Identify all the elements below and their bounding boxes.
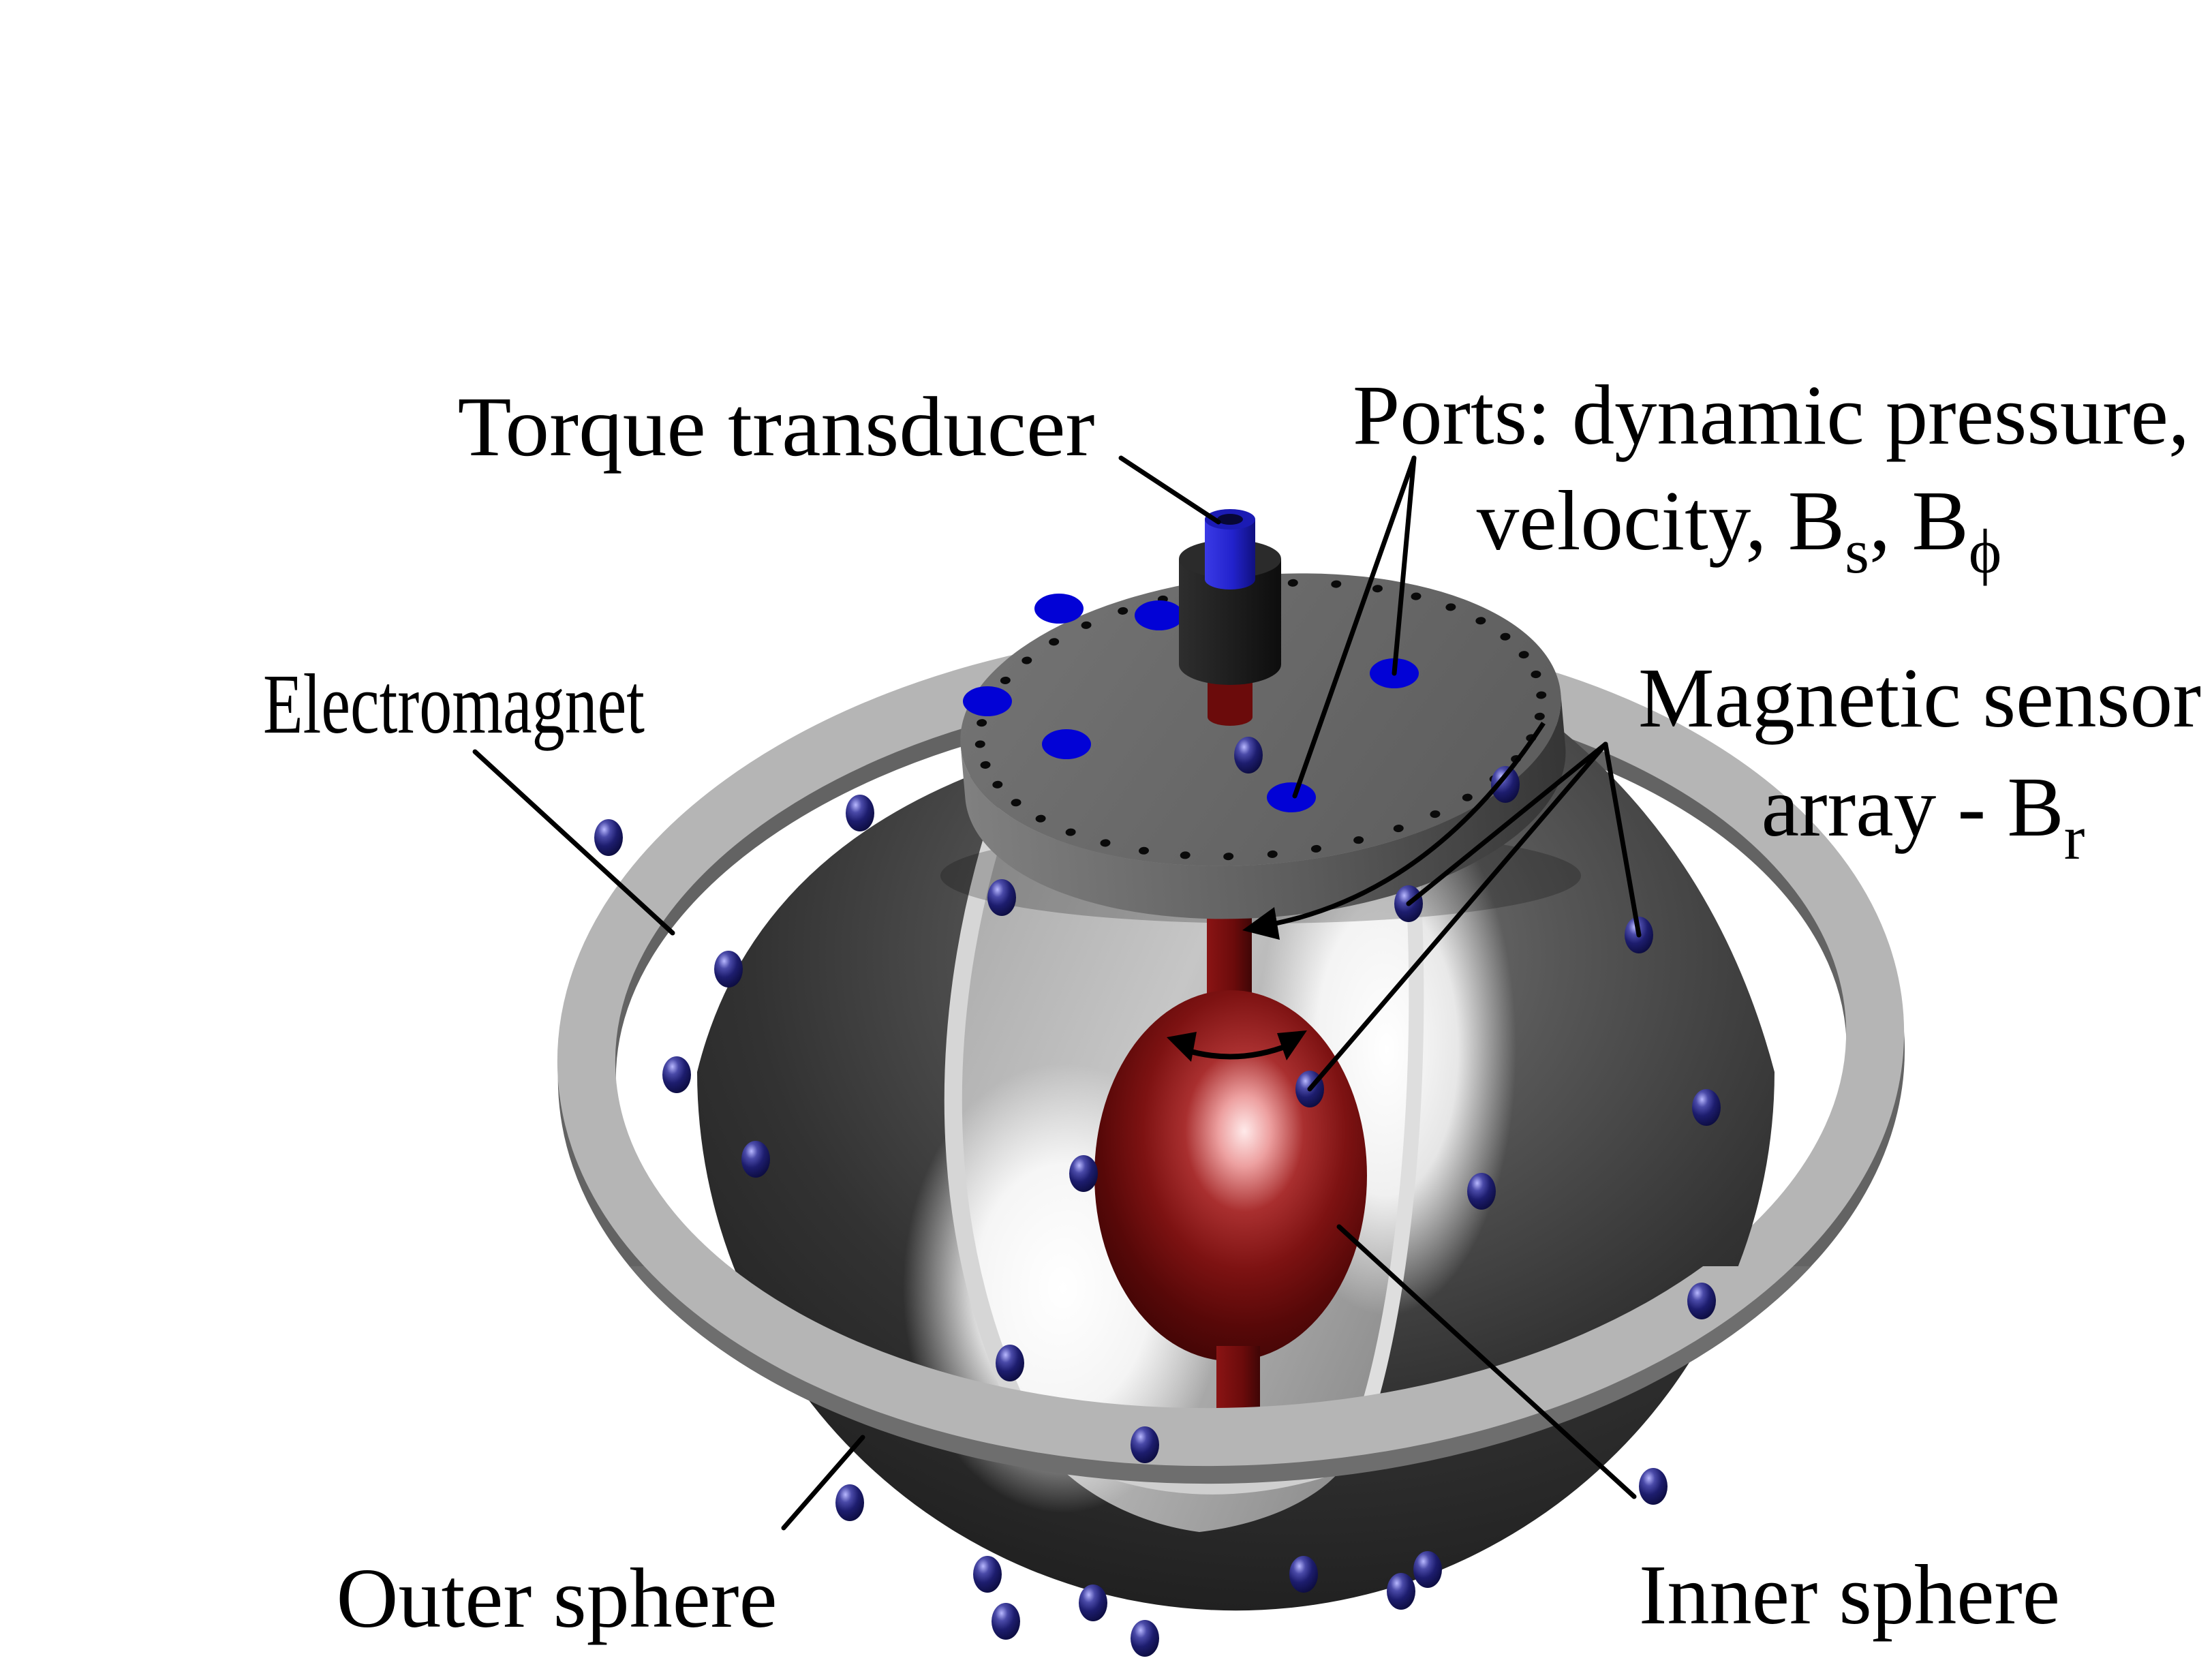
ports-leader-b <box>1392 455 1417 676</box>
lid-bolt <box>1180 851 1191 859</box>
magnetic-sensor <box>835 1484 864 1521</box>
ports-leader-a <box>1292 455 1417 799</box>
magnetic-sensor <box>1131 1620 1159 1657</box>
lid-bolt <box>1331 580 1342 588</box>
magnetic-array-label-line2: array - Br <box>1762 761 2085 872</box>
inner-rotation-arrow <box>1182 1042 1291 1060</box>
lid-bolt-circle <box>974 579 1547 861</box>
lid-bolt <box>1372 585 1383 593</box>
magnetic-sensor <box>662 1056 691 1093</box>
magnetic-sensor <box>1079 1584 1107 1621</box>
torque-transducer-label: Torque transducer <box>458 380 1095 474</box>
outer-sphere-label-line1: Outer sphere <box>337 1552 778 1646</box>
magnetic-sensor <box>987 879 1016 916</box>
leader-lines <box>472 455 1642 1531</box>
torque-transducer-bore <box>1217 514 1243 525</box>
magnetic-sensor <box>846 795 874 831</box>
lid-bolt <box>1445 603 1456 611</box>
ports-label-line2: velocity, Bs, Bϕ <box>1477 474 2002 586</box>
lid-bolt <box>1518 651 1529 659</box>
magnetic-sensor <box>992 1603 1020 1640</box>
magnetic-sensor <box>741 1141 770 1178</box>
magnetic-sensor <box>1289 1556 1318 1593</box>
magnetic-sensor <box>594 819 623 856</box>
lid-bolt <box>1011 799 1021 807</box>
inner-rotation-arrowhead <box>1167 1032 1197 1062</box>
electromagnet-ring-front <box>557 1266 1905 1484</box>
lid-bolt <box>1310 844 1321 853</box>
instrument-port <box>1034 594 1084 624</box>
magnetic-sensor <box>1069 1155 1098 1192</box>
outer-rotation-arrow <box>1268 722 1546 928</box>
inner-sphere <box>1094 990 1367 1361</box>
electromagnet-leader <box>472 749 675 936</box>
lid-bolt <box>1035 814 1046 823</box>
bearing-cylinder <box>1179 559 1281 685</box>
instrument-port <box>1267 782 1316 812</box>
inner-sphere-label-line2: ~1m diameter <box>1550 1667 2027 1669</box>
lid-bolt <box>977 719 987 727</box>
lid-bolt <box>1139 846 1149 855</box>
lid-bolt <box>992 780 1003 788</box>
lid-bolt <box>1000 676 1011 684</box>
lid-bolt <box>1462 793 1473 801</box>
magnetic-array-label-line1: Magnetic sensor <box>1638 652 2201 746</box>
lid-bolt <box>1475 617 1486 625</box>
magnetic-sensor <box>1639 1468 1668 1505</box>
lid-bolt <box>1049 638 1060 646</box>
lid-bolt <box>1353 836 1364 844</box>
magnetic-sensor <box>1692 1089 1721 1126</box>
magnetic-sensor <box>1131 1426 1159 1463</box>
lid-bolt <box>1267 850 1278 858</box>
magnetic-leader-b <box>1603 741 1642 938</box>
magnetic-leader-c <box>1307 741 1608 1092</box>
lid-bolt <box>1430 810 1441 818</box>
magnetic-sensor <box>973 1556 1002 1593</box>
inner-sphere-leader <box>1336 1224 1637 1499</box>
lid-bolt <box>1100 839 1111 847</box>
outer-sphere-leader <box>781 1435 865 1531</box>
lid-bolt <box>1081 621 1092 629</box>
lid-bolt <box>1287 579 1298 587</box>
inner-sphere-label-line1: Inner sphere <box>1639 1548 2060 1642</box>
inner-rotation-arrowhead <box>1277 1030 1307 1060</box>
ring-front-band <box>557 1266 1905 1467</box>
cut-edge-left <box>944 806 1039 1436</box>
torque-leader <box>1118 455 1221 525</box>
rotation-arrows <box>1167 722 1546 1062</box>
ports-layer <box>963 594 1419 812</box>
lid-bolt <box>1531 671 1541 679</box>
torque-transducer-body <box>1205 519 1255 589</box>
magnetic-sensor <box>714 951 743 987</box>
instrument-port <box>963 686 1012 716</box>
lid-bolt <box>1065 828 1076 836</box>
lid-bolt <box>1534 712 1545 720</box>
magnetic-sensor <box>1387 1573 1415 1610</box>
magnetic-sensor <box>996 1345 1024 1381</box>
magnetic-sensor <box>1234 737 1263 774</box>
lid-bolt <box>1536 691 1547 699</box>
lid-bolt <box>1223 853 1234 861</box>
lid-bolt <box>980 761 991 769</box>
magnetic-sensor <box>1687 1283 1716 1319</box>
outer-sphere-label-line2: ~3m diameter <box>318 1667 763 1669</box>
ports-label-line1: Ports: dynamic pressure, <box>1353 369 2190 463</box>
instrument-port <box>1135 600 1184 630</box>
lid-bolt <box>974 740 985 748</box>
magnetic-sensor <box>1413 1551 1442 1588</box>
outer-rotation-arrowhead <box>1242 907 1280 940</box>
magnetic-sensor <box>1491 766 1520 803</box>
magnetic-leader-a <box>1406 741 1608 906</box>
instrument-port <box>1042 729 1091 759</box>
lid-bolt <box>1118 607 1128 615</box>
lid-bolt <box>1393 825 1404 833</box>
lid-bolt <box>1500 632 1511 641</box>
magnetic-sensor <box>1467 1173 1496 1210</box>
lid-bolt <box>1411 592 1422 600</box>
lid-top <box>960 573 1561 866</box>
labels-layer: Torque transducer Ports: dynamic pressure… <box>263 369 2201 1669</box>
electromagnet-label: Electromagnet <box>263 658 645 752</box>
lid-bolt <box>1021 656 1032 664</box>
